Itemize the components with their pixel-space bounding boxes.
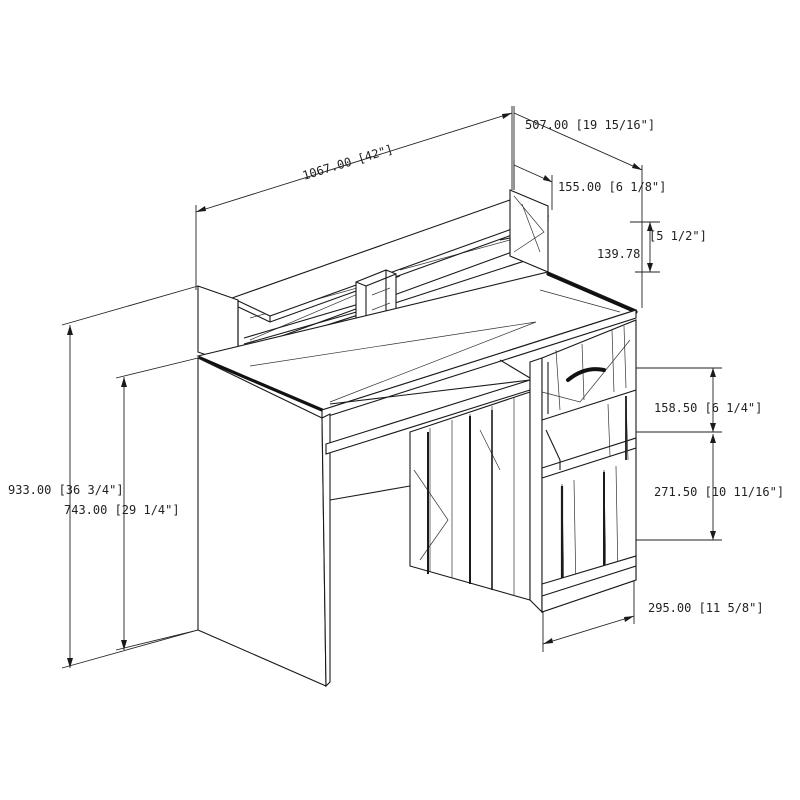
label-overall-width: 1067.00 [42"] (301, 142, 395, 183)
label-overall-depth: 507.00 [19 15/16"] (525, 118, 655, 132)
desk-left-panel (197, 357, 327, 687)
cabinet-side (529, 357, 543, 614)
label-drawer-height: 158.50 [6 1/4"] (654, 401, 762, 415)
label-cabinet-width: 295.00 [11 5/8"] (648, 601, 764, 615)
label-hutch-height-inches: [5 1/2"] (649, 229, 707, 243)
label-hutch-depth: 155.00 [6 1/8"] (558, 180, 666, 194)
label-overall-height: 933.00 [36 3/4"] (8, 483, 124, 497)
desk-drawing (196, 189, 638, 688)
cabinet-base (541, 555, 637, 613)
hutch-right-panel (509, 189, 549, 273)
label-shelf-height: 271.50 [10 11/16"] (654, 485, 784, 499)
dimension-lines (61, 106, 722, 669)
drawer-handle (566, 367, 606, 382)
drawer-front (541, 389, 637, 421)
label-hutch-height-value: 139.78 (597, 247, 640, 261)
label-desk-height: 743.00 [29 1/4"] (64, 503, 180, 517)
cabinet-shelf (541, 437, 637, 479)
